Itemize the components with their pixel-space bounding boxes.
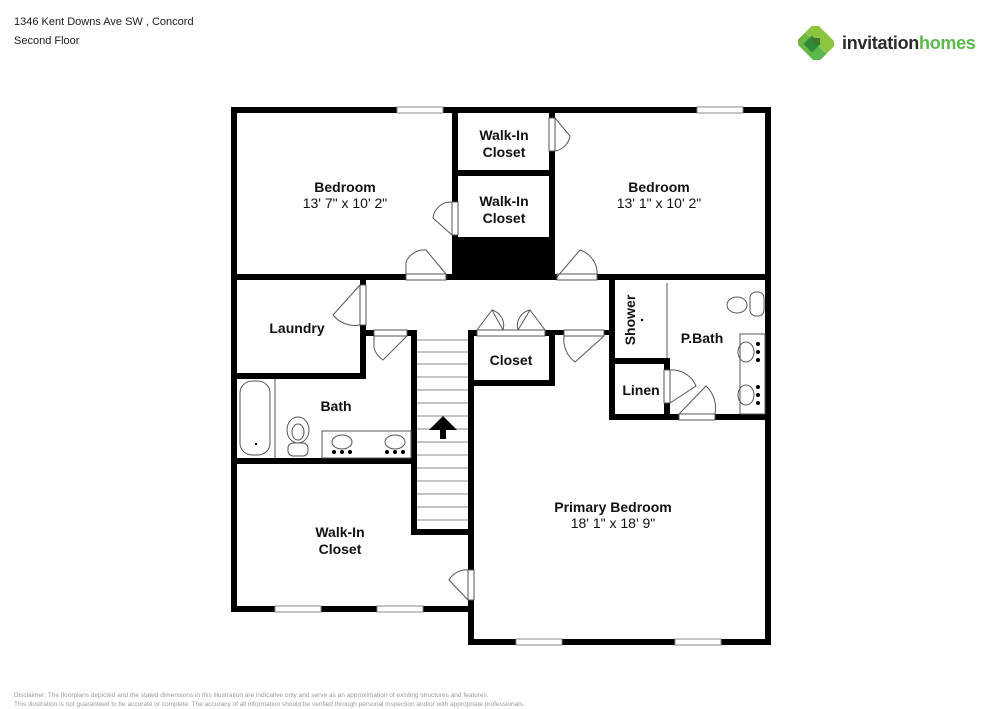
logo-mark-icon [798, 26, 834, 60]
wall-linen-top [609, 358, 669, 364]
chase-fill [458, 240, 549, 277]
property-address: 1346 Kent Downs Ave SW , Concord [14, 16, 194, 28]
wall-right [765, 107, 771, 645]
invitation-homes-logo: invitationhomes [798, 26, 976, 60]
window [674, 638, 722, 646]
wall-walkin-between [452, 170, 555, 176]
svg-text:Closet: Closet [483, 210, 526, 226]
sink-icon [331, 434, 353, 450]
room-label-closet: Closet [490, 352, 533, 368]
wall-closet-right [549, 330, 555, 386]
room-label-bedroom-right: Bedroom [628, 179, 689, 195]
room-label-laundry: Laundry [269, 320, 324, 336]
window [396, 106, 444, 114]
wall-stair-bottom [411, 529, 474, 535]
room-label-linen: Linen [622, 382, 659, 398]
wall-walkin-right [549, 107, 555, 280]
sink-icon [737, 341, 755, 363]
logo-wordmark: invitationhomes [842, 32, 976, 53]
wall-laundry-right [360, 280, 366, 379]
svg-text:Closet: Closet [483, 144, 526, 160]
wall-stair-right [468, 330, 474, 386]
wall-pbath-left [609, 280, 615, 420]
wall-laundry-bottom [231, 373, 366, 379]
wall-bottom-primary [468, 639, 771, 645]
wall-stair-left [411, 330, 417, 535]
disclaimer-line-2: This illustration is not guaranteed to b… [14, 701, 525, 708]
room-label-walkin-top: Walk-In [479, 127, 528, 143]
wall-closet-bottom [468, 380, 555, 386]
wall-primary-left [468, 385, 474, 645]
wall-walkin-left [452, 107, 458, 280]
svg-text:Closet: Closet [319, 541, 362, 557]
room-label-walkin-mid: Walk-In [479, 193, 528, 209]
room-dims-primary-bedroom: 18' 1" x 18' 9" [571, 515, 656, 531]
window [376, 605, 424, 613]
sink-icon [737, 384, 755, 406]
window [274, 605, 322, 613]
wall-bottom-walkin [231, 606, 474, 612]
staircase [417, 339, 468, 521]
sink-icon [384, 434, 406, 450]
toilet-icon [286, 416, 310, 444]
room-label-bath: Bath [320, 398, 351, 414]
room-label-primary-bedroom: Primary Bedroom [554, 499, 671, 515]
bathtub-icon [239, 380, 271, 456]
wall-left [231, 107, 237, 612]
room-label-pbath: P.Bath [681, 330, 724, 346]
room-dims-bedroom-left: 13' 7" x 10' 2" [303, 195, 388, 211]
disclaimer: Disclaimer: The floorplans depicted and … [14, 691, 525, 709]
wall-bath-bottom [231, 458, 417, 464]
room-label-bedroom-left: Bedroom [314, 179, 375, 195]
wall-top [231, 107, 771, 113]
room-dims-bedroom-right: 13' 1" x 10' 2" [617, 195, 702, 211]
room-label-walkin-bottom: Walk-In [315, 524, 364, 540]
disclaimer-line-1: Disclaimer: The floorplans depicted and … [14, 692, 489, 699]
toilet-icon [726, 296, 748, 314]
property-header: 1346 Kent Downs Ave SW , Concord Second … [14, 13, 194, 51]
window [696, 106, 744, 114]
room-label-shower: Shower [622, 294, 638, 345]
window [515, 638, 563, 646]
floor-name: Second Floor [14, 35, 80, 47]
stair-up-arrow-icon [429, 416, 457, 439]
